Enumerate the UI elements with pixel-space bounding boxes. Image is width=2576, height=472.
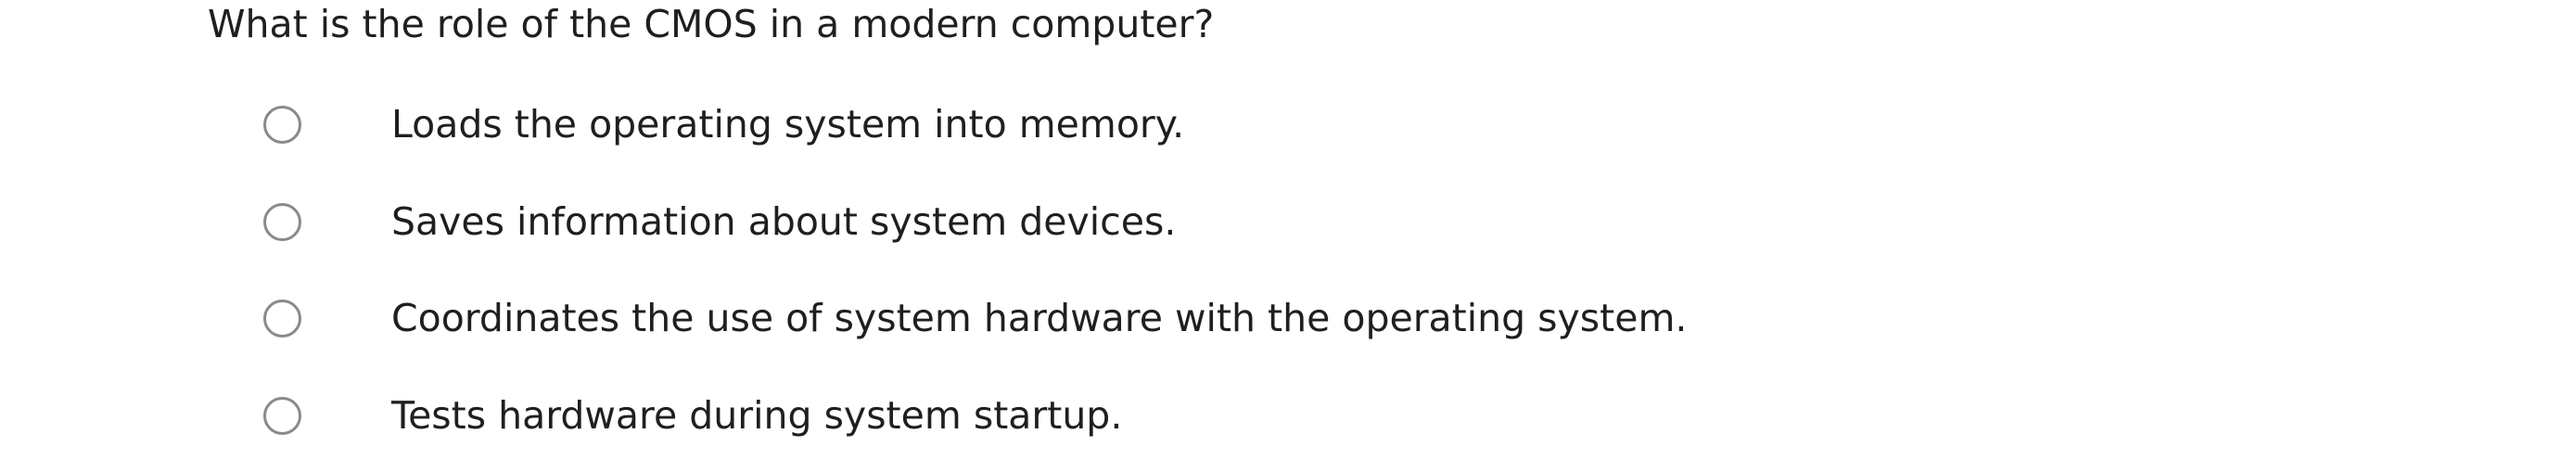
radio-button-4[interactable] <box>263 396 301 435</box>
radio-button-2[interactable] <box>263 202 301 241</box>
radio-button-1[interactable] <box>263 105 301 144</box>
answer-option-2[interactable]: Saves information about system devices. <box>263 192 1176 251</box>
answer-label-2: Saves information about system devices. <box>391 199 1177 244</box>
answer-option-4[interactable]: Tests hardware during system startup. <box>263 386 1122 445</box>
answer-label-3: Coordinates the use of system hardware w… <box>391 296 1688 340</box>
answer-label-4: Tests hardware during system startup. <box>391 393 1123 438</box>
answer-option-1[interactable]: Loads the operating system into memory. <box>263 95 1184 154</box>
answer-label-1: Loads the operating system into memory. <box>391 102 1185 147</box>
radio-button-3[interactable] <box>263 299 301 338</box>
answer-option-3[interactable]: Coordinates the use of system hardware w… <box>263 288 1687 348</box>
question-text: What is the role of the CMOS in a modern… <box>208 2 1215 46</box>
